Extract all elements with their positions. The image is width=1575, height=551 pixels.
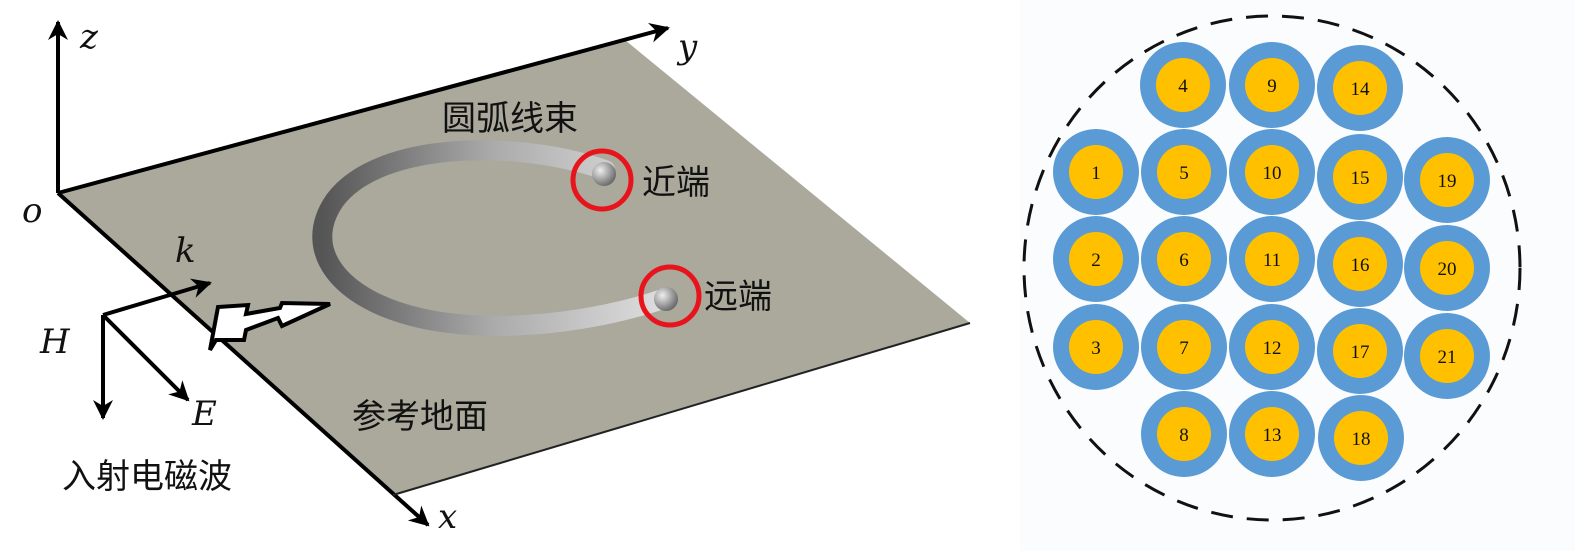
conductor-20: 20 <box>1404 225 1490 311</box>
conductor-5: 5 <box>1141 129 1227 215</box>
conductor-8: 8 <box>1141 391 1227 477</box>
conductor-19: 19 <box>1404 137 1490 223</box>
conductor-2: 2 <box>1053 216 1139 302</box>
conductor-7: 7 <box>1141 304 1227 390</box>
near-end-ball <box>592 162 616 186</box>
conductor-6: 6 <box>1141 216 1227 302</box>
conductor-number: 8 <box>1179 425 1189 446</box>
core <box>1245 145 1299 199</box>
conductor-number: 19 <box>1438 171 1457 192</box>
conductor-16: 16 <box>1317 221 1403 307</box>
k-label: k <box>175 231 196 271</box>
core <box>1333 150 1387 204</box>
conductor-number: 21 <box>1438 347 1457 368</box>
conductor-13: 13 <box>1229 391 1315 477</box>
conductor-3: 3 <box>1053 304 1139 390</box>
k-vector <box>102 278 212 317</box>
core <box>1069 232 1123 286</box>
y-label: y <box>676 27 698 67</box>
z-label: z <box>79 17 99 57</box>
x-axis <box>56 191 430 527</box>
near-end-label: 近端 <box>642 163 710 203</box>
conductor-number: 9 <box>1267 76 1277 97</box>
conductor-15: 15 <box>1317 134 1403 220</box>
ground-label: 参考地面 <box>352 397 488 437</box>
conductor-number: 4 <box>1178 76 1188 97</box>
conductor-number: 17 <box>1351 342 1370 363</box>
e-label: E <box>191 394 217 434</box>
conductor-11: 11 <box>1229 216 1315 302</box>
e-vector <box>101 313 190 402</box>
conductor-number: 16 <box>1351 255 1370 276</box>
ground-plane <box>58 40 970 495</box>
conductor-10: 10 <box>1229 129 1315 215</box>
core <box>1333 237 1387 291</box>
far-end-marker <box>638 264 702 328</box>
core <box>1334 411 1388 465</box>
core <box>1245 320 1299 374</box>
conductor-14: 14 <box>1317 45 1403 131</box>
conductor-number: 3 <box>1091 338 1101 359</box>
h-label: H <box>39 322 71 362</box>
conductor-number: 5 <box>1179 163 1189 184</box>
conductor-number: 1 <box>1091 163 1101 184</box>
core <box>1333 324 1387 378</box>
y-axis <box>57 23 670 195</box>
conductor-4: 4 <box>1140 42 1226 128</box>
core <box>1069 320 1123 374</box>
plane-edge <box>392 322 971 496</box>
near-end-marker <box>570 148 634 212</box>
conductor-17: 17 <box>1317 308 1403 394</box>
core <box>1157 407 1211 461</box>
conductor-number: 14 <box>1351 79 1371 100</box>
bundle-boundary <box>1022 14 1522 522</box>
core <box>1156 58 1210 112</box>
bundle-label: 圆弧线束 <box>442 99 578 139</box>
core <box>1157 232 1211 286</box>
origin-label: o <box>22 191 42 231</box>
conductor-12: 12 <box>1229 304 1315 390</box>
conductor-number: 7 <box>1179 338 1189 359</box>
conductor-9: 9 <box>1229 42 1315 128</box>
incident-wave-label: 入射电磁波 <box>62 457 232 497</box>
far-end-ball <box>654 287 678 311</box>
conductor-number: 20 <box>1438 259 1457 280</box>
conductor-number: 11 <box>1263 250 1281 271</box>
core <box>1245 407 1299 461</box>
x-label: x <box>438 497 457 537</box>
core <box>1420 153 1474 207</box>
conductor-18: 18 <box>1318 395 1404 481</box>
core <box>1420 241 1474 295</box>
conductor-number: 6 <box>1179 250 1189 271</box>
core <box>1157 320 1211 374</box>
core <box>1157 145 1211 199</box>
conductor-number: 13 <box>1263 425 1282 446</box>
core <box>1245 58 1299 112</box>
conductor-number: 15 <box>1351 168 1370 189</box>
lightning-icon <box>208 300 331 352</box>
conductor-number: 10 <box>1263 163 1282 184</box>
core <box>1245 232 1299 286</box>
core <box>1333 61 1387 115</box>
conductor-number: 2 <box>1091 250 1101 271</box>
conductor-number: 12 <box>1263 338 1282 359</box>
core <box>1069 145 1123 199</box>
arc-bundle <box>312 140 670 336</box>
conductor-number: 18 <box>1352 429 1371 450</box>
conductor-1: 1 <box>1053 129 1139 215</box>
far-end-label: 远端 <box>704 277 772 317</box>
core <box>1420 329 1474 383</box>
conductor-21: 21 <box>1404 313 1490 399</box>
